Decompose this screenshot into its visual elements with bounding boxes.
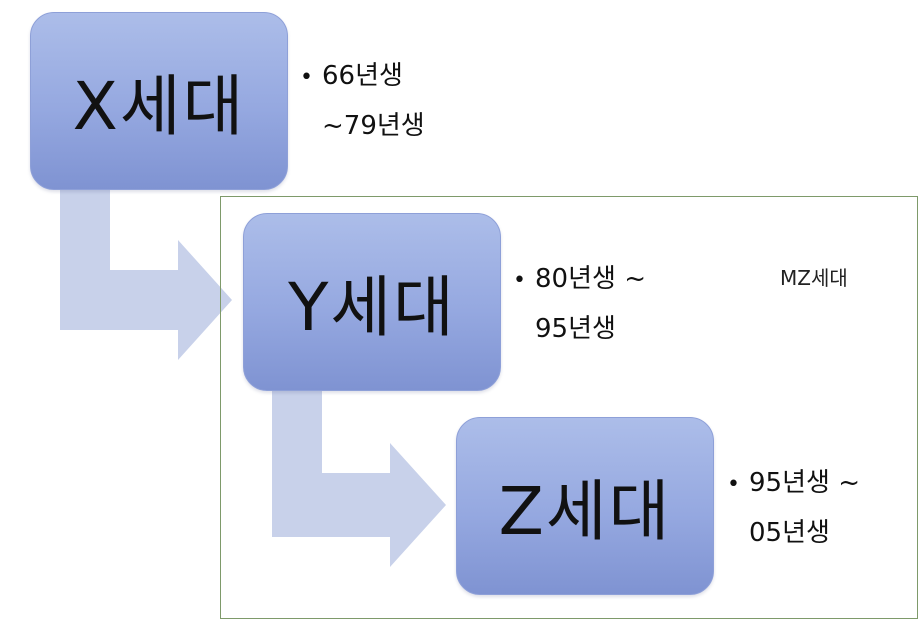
range-y-line1: 80년생 ~: [535, 264, 646, 294]
arrow-y-to-z: [272, 391, 446, 567]
generation-box-x: X세대: [30, 12, 288, 190]
generation-box-z: Z세대: [456, 417, 714, 595]
bullet-icon: •: [300, 65, 313, 90]
generation-range-x: • 66년생 ~79년생: [300, 52, 425, 150]
mz-generation-frame: [220, 196, 918, 619]
generation-title-y: Y세대: [288, 269, 456, 346]
generation-box-y: Y세대: [243, 213, 501, 391]
bullet-icon: •: [727, 472, 740, 497]
range-y-line2: 95년생: [535, 314, 616, 344]
generation-range-y: • 80년생 ~ 95년생: [513, 255, 646, 353]
bullet-icon: •: [513, 268, 526, 293]
range-x-line2: ~79년생: [322, 111, 425, 141]
generation-range-z: • 95년생 ~ 05년생: [727, 459, 860, 557]
mz-generation-label: MZ세대: [780, 266, 848, 290]
range-z-line2: 05년생: [749, 518, 830, 548]
generation-title-z: Z세대: [498, 473, 672, 550]
range-z-line1: 95년생 ~: [749, 468, 860, 498]
range-x-line1: 66년생: [322, 61, 403, 91]
generation-title-x: X세대: [72, 68, 246, 145]
arrow-x-to-y: [60, 190, 232, 360]
